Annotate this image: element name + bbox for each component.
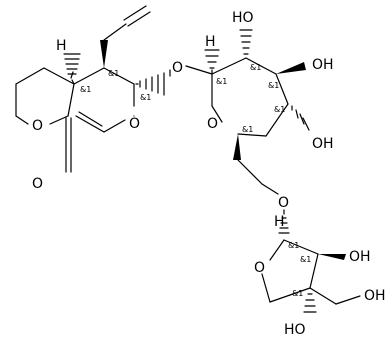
atom-label-oh-glc-c2: HO — [232, 10, 254, 26]
implicit-h-labels: H H H — [56, 34, 285, 230]
stereo-label-api-2: &1 — [300, 255, 311, 264]
atom-label-o-lactone-ring: O — [32, 118, 43, 134]
atom-label-oh-apiose-ch2: OH — [364, 288, 386, 304]
stereo-label-api-3: &1 — [292, 289, 303, 298]
atom-label-oh-apiose-c2: OH — [349, 249, 371, 265]
atom-label-oh-apiose-c3: HO — [284, 322, 306, 338]
atom-label-oh-glc-c3: OH — [312, 57, 334, 73]
apiose-unit — [261, 209, 361, 313]
atom-label-o-apiose-ring: O — [254, 260, 265, 276]
stereo-labels: &1 &1 &1 &1 &1 &1 &1 &1 &1 &1 &1 — [80, 63, 311, 298]
atom-labels: O O O O O HO OH OH O O OH OH HO — [32, 10, 386, 338]
atom-label-o-pyran-ring: O — [129, 116, 140, 132]
stereo-label-glc-3: &1 — [268, 81, 279, 90]
atom-label-o-glucose-ring: O — [207, 116, 218, 132]
atom-label-oh-glc-c4: OH — [312, 136, 334, 152]
aglycone — [15, 5, 171, 173]
atom-label-o-link: O — [278, 195, 289, 211]
stereo-label-ring-fusion: &1 — [80, 85, 91, 94]
stereo-label-anomeric-aglycone: &1 — [140, 93, 151, 102]
stereo-label-glc-1: &1 — [216, 77, 227, 86]
h-label-api-c1: H — [274, 214, 285, 230]
h-label-glc-c1: H — [205, 34, 216, 50]
stereo-label-glc-2: &1 — [250, 63, 261, 72]
stereo-label-api-1: &1 — [288, 241, 299, 250]
stereo-label-vinyl: &1 — [108, 69, 119, 78]
stereo-label-glc-5: &1 — [242, 125, 253, 134]
h-label-ring-fusion: H — [56, 38, 67, 54]
stereo-label-glc-4: &1 — [274, 105, 285, 114]
atom-label-o-carbonyl: O — [32, 176, 43, 192]
atom-label-o-glycosidic: O — [172, 60, 183, 76]
glucose-unit — [185, 29, 310, 195]
